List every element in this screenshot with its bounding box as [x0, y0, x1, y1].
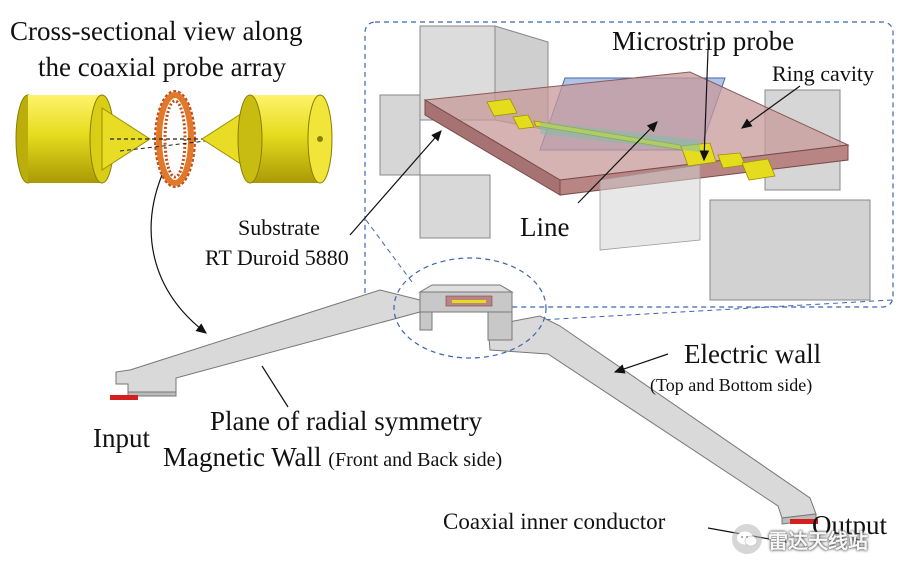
cross-section-title-line2: the coaxial probe array — [38, 52, 287, 82]
watermark: 雷达天线站 — [732, 522, 882, 556]
output-label: Output — [812, 510, 888, 540]
input-port — [110, 395, 138, 400]
input-label: Input — [93, 423, 150, 453]
electric-wall-sublabel: (Top and Bottom side) — [650, 375, 813, 395]
substrate-label-line2: RT Duroid 5880 — [205, 245, 349, 270]
array-pointer-arrow — [150, 174, 207, 334]
microstrip-probe-label: Microstrip probe — [612, 26, 795, 56]
electric-wall-label: Electric wall — [684, 339, 822, 369]
substrate-label-line1: Substrate — [238, 215, 320, 240]
output-port — [790, 519, 818, 524]
line-label: Line — [520, 212, 570, 242]
cross-section-title-line1: Cross-sectional view along — [10, 16, 303, 46]
zoom-inset — [349, 21, 894, 308]
zoom-ellipse — [393, 257, 547, 359]
inset-dashed-frame — [364, 21, 894, 308]
wechat-icon — [732, 524, 762, 554]
radial-structure — [110, 257, 818, 525]
magnetic-wall-text: Magnetic Wall — [163, 442, 322, 472]
ring-cavity-label: Ring cavity — [772, 61, 875, 86]
magnetic-wall-sublabel: (Front and Back side) — [328, 449, 503, 471]
coaxial-probe-array — [15, 90, 333, 188]
watermark-text: 雷达天线站 — [768, 528, 868, 553]
magnetic-wall-label: Magnetic Wall (Front and Back side) — [163, 444, 502, 471]
plane-symmetry-label: Plane of radial symmetry — [210, 406, 483, 436]
coaxial-inner-conductor-label: Coaxial inner conductor — [443, 509, 666, 534]
